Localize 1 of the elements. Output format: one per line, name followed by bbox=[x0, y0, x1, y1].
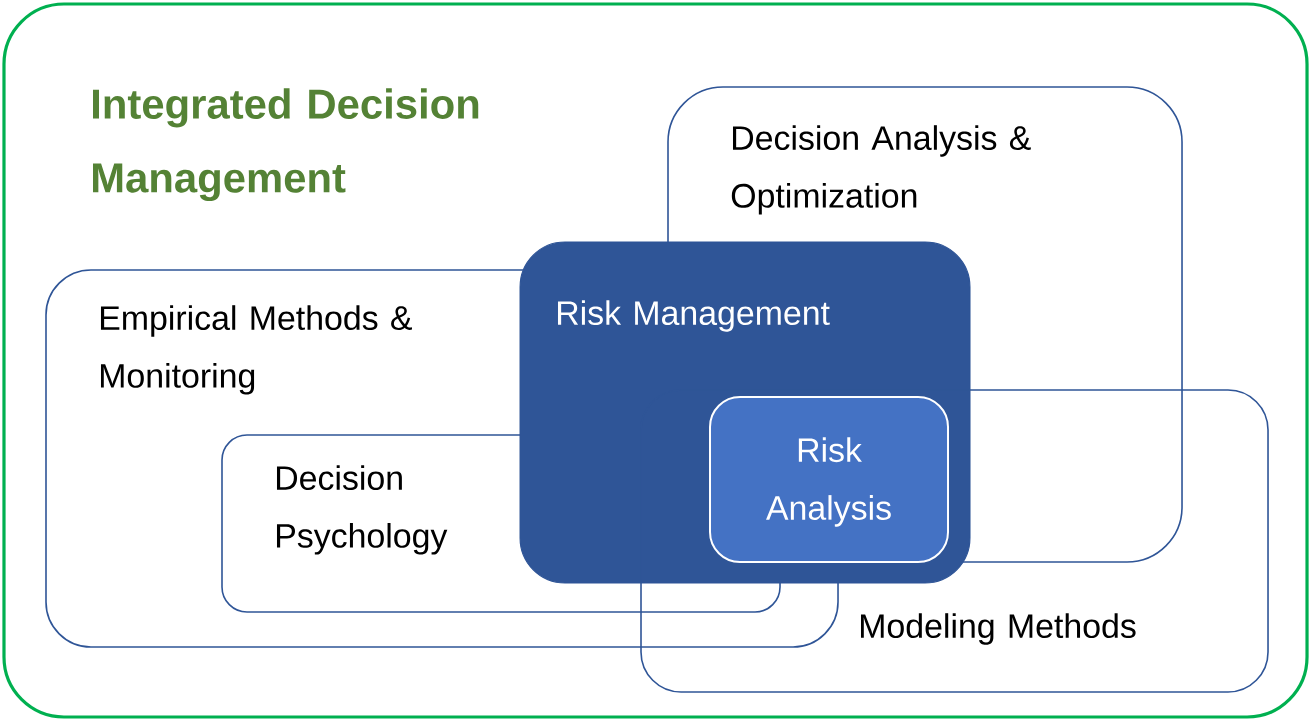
highlight-box: Risk Analysis bbox=[709, 396, 949, 563]
